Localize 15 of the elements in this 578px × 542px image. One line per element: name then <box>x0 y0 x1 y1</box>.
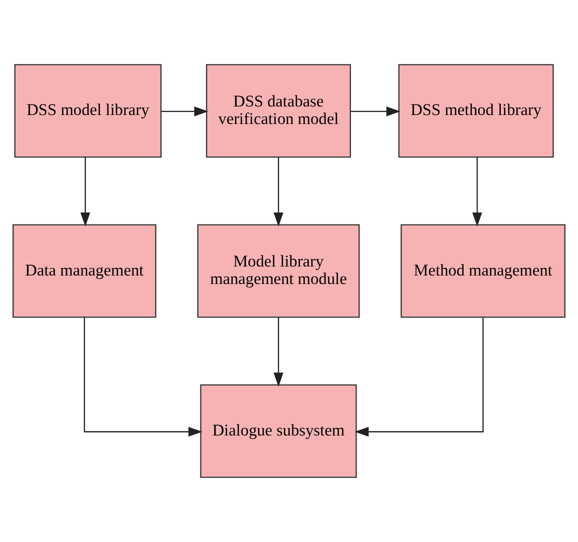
arrow <box>80 157 90 227</box>
arrow <box>84 318 202 437</box>
arrow <box>274 317 284 387</box>
node-box: Model library management module <box>197 224 360 318</box>
arrow <box>354 318 484 437</box>
node-box: Dialogue subsystem <box>200 384 357 478</box>
node-box: DSS model library <box>14 64 162 158</box>
arrow <box>161 106 208 116</box>
arrow <box>472 157 482 227</box>
node-box: DSS database verification model <box>206 64 351 158</box>
node-box: Method management <box>400 224 566 318</box>
arrow <box>350 106 400 116</box>
node-box: DSS method library <box>398 64 554 158</box>
arrow <box>274 157 284 227</box>
node-box: Data management <box>12 224 156 318</box>
